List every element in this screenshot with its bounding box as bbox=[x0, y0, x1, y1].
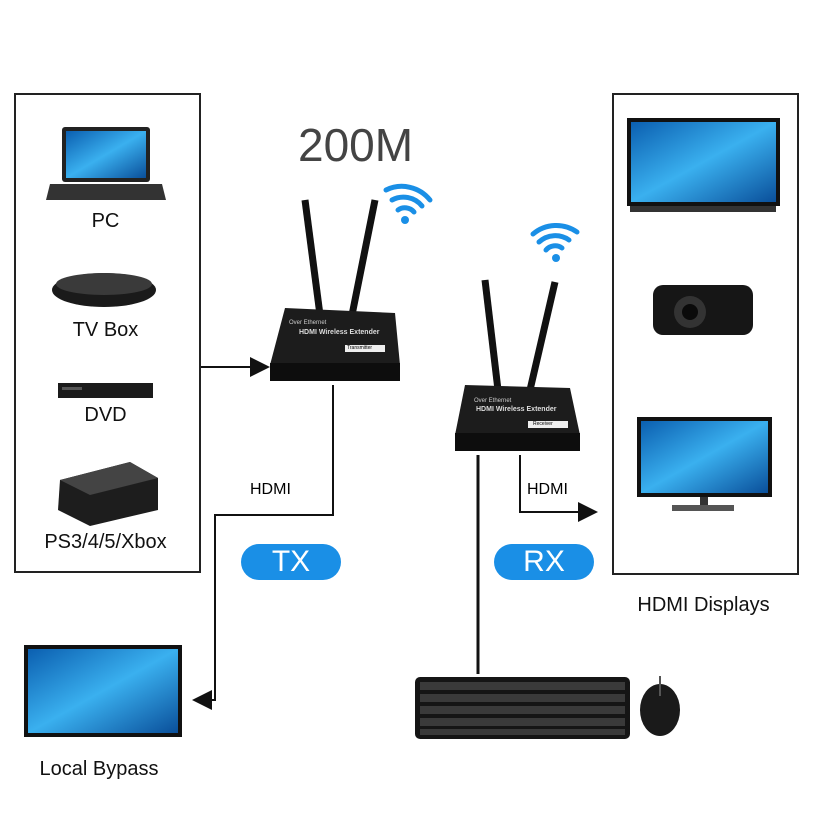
projector-icon bbox=[653, 285, 753, 335]
bypass-tv-icon bbox=[24, 645, 182, 737]
displays-label: HDMI Displays bbox=[637, 594, 770, 616]
tx-hdmi-label: HDMI bbox=[250, 481, 291, 498]
displays-box bbox=[612, 93, 799, 575]
laptop-icon bbox=[46, 127, 166, 200]
transmitter-device bbox=[270, 199, 400, 381]
rx-hdmi-label: HDMI bbox=[527, 481, 568, 498]
tv-box-icon bbox=[52, 273, 156, 307]
mouse-icon bbox=[640, 676, 680, 736]
rx-line1: Over Ethernet bbox=[474, 398, 512, 404]
rx-badge: Receiver bbox=[533, 421, 553, 427]
tx-pill: TX bbox=[241, 544, 341, 580]
wifi-icon bbox=[530, 222, 580, 262]
receiver-device bbox=[455, 279, 580, 451]
wifi-icon bbox=[383, 183, 433, 224]
bypass-label: Local Bypass bbox=[39, 758, 159, 780]
game-console-icon bbox=[58, 462, 158, 526]
range-title: 200M bbox=[298, 119, 414, 171]
keyboard-icon bbox=[415, 677, 630, 739]
dvd-player-icon bbox=[58, 383, 153, 398]
tx-line2: HDMI Wireless Extender bbox=[299, 329, 380, 336]
source-label-console: PS3/4/5/Xbox bbox=[44, 531, 167, 553]
rx-pill: RX bbox=[494, 544, 594, 580]
source-label-pc: PC bbox=[91, 210, 120, 232]
source-label-tvbox: TV Box bbox=[72, 319, 139, 341]
tx-line1: Over Ethernet bbox=[289, 320, 327, 326]
bypass-line bbox=[192, 385, 334, 710]
display-monitor-icon bbox=[637, 417, 772, 511]
tx-badge: Transmitter bbox=[347, 345, 373, 351]
display-tv-icon bbox=[627, 118, 780, 212]
rx-line2: HDMI Wireless Extender bbox=[476, 406, 557, 413]
source-label-dvd: DVD bbox=[84, 404, 127, 426]
sources-box bbox=[14, 93, 201, 573]
rx-hdmi-line bbox=[519, 455, 598, 522]
